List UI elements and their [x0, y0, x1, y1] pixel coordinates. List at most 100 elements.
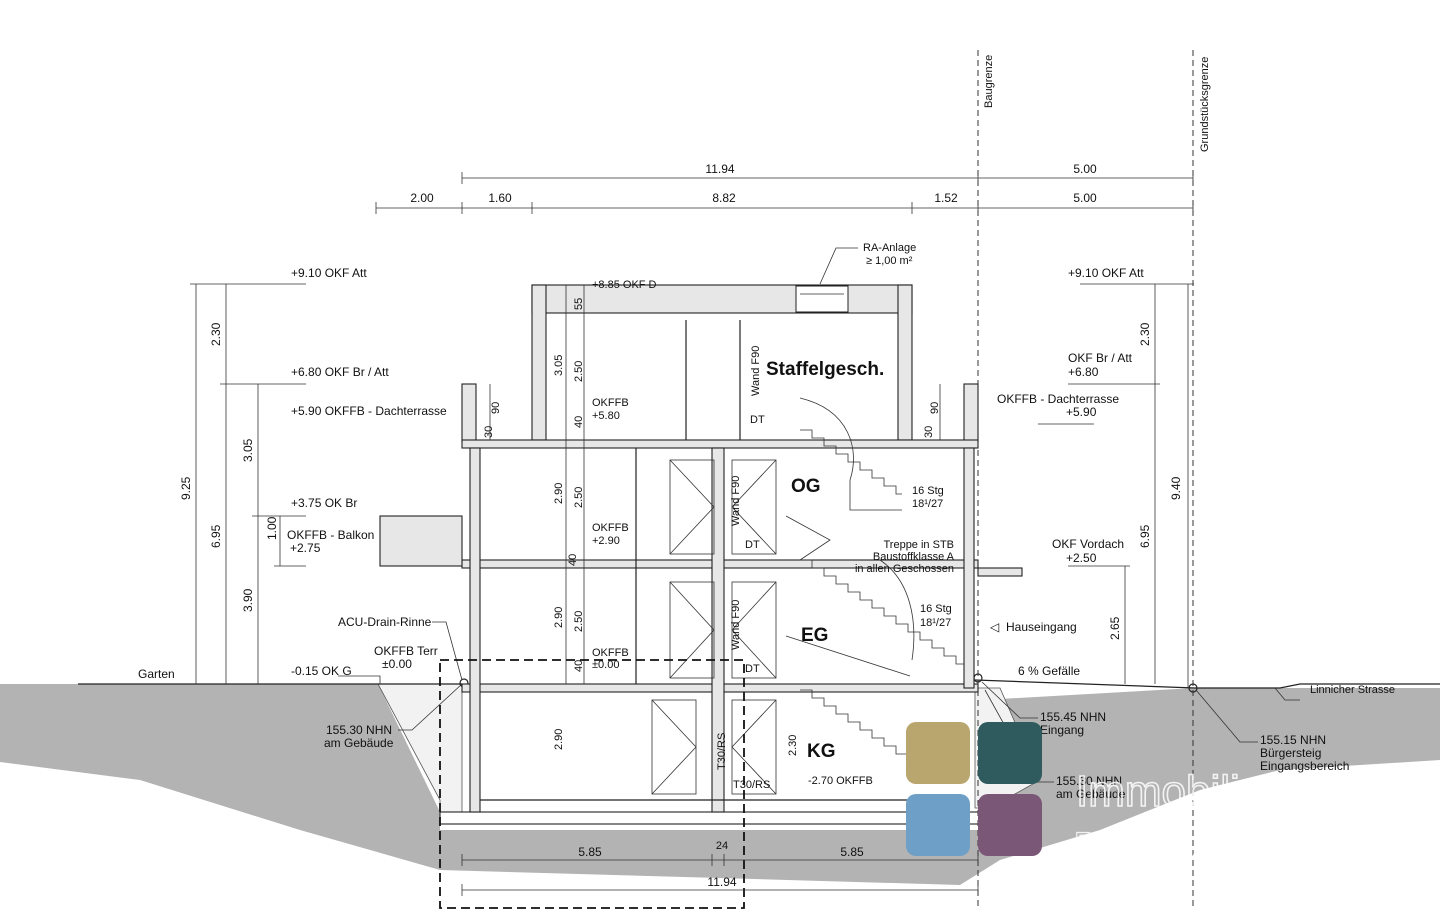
- door-og: [669, 459, 715, 555]
- interior-dimensions: 55 3.05 2.50 40 90 30 90 30 2.90 2.50 40…: [483, 285, 941, 756]
- bottom-dimension-chain: 5.85 24 5.85 11.94: [461, 840, 979, 896]
- floor-name-eg: EG: [801, 625, 828, 646]
- right-att-top: +9.10 OKF Att: [1068, 266, 1144, 280]
- watermark-logo: Immobilien Partner Aachen – IPA: [906, 722, 1399, 865]
- door-eg-right: [731, 581, 777, 679]
- eg-ffb-value: ±0.00: [592, 659, 619, 671]
- left-level-annotations: 9.25 6.95 2.30 3.05 3.90 1.00 +9.10 OKF …: [138, 266, 657, 750]
- dim-og-clear: 2.50: [573, 487, 585, 508]
- dim-setback-upper: 5.00: [1073, 162, 1097, 176]
- left-nhn-sub: am Gebäude: [324, 736, 394, 750]
- stairs-eg-ratio: 18¹/27: [920, 617, 951, 629]
- right-terrace-label: OKFFB - Dachterrasse: [997, 392, 1119, 406]
- floor-labels: Staffelgesch. OG EG KG OKFFB +5.80 OKFFB…: [592, 242, 955, 791]
- top-dimension-chain: 11.94 5.00 2.00 1.60 8.82 1.52 5.00: [375, 162, 1194, 214]
- door-kg-right: [731, 699, 777, 795]
- right-br-att-value: +6.80: [1068, 365, 1099, 379]
- eg-door-label: DT: [745, 663, 760, 675]
- vdim-right-2: 9.40: [1169, 476, 1183, 500]
- left-balkon-value: +2.75: [290, 541, 321, 555]
- left-br-att: +6.80 OKF Br / Att: [291, 365, 389, 379]
- right-slope: 6 % Gefälle: [1018, 664, 1080, 678]
- dim-kg-clear: 2.30: [787, 735, 799, 756]
- dim-part-3: 8.82: [712, 191, 736, 205]
- watermark-tagline: Partner Aachen – IPA: [1074, 826, 1399, 864]
- vdim-left-5: 3.90: [241, 588, 255, 612]
- stairs-note-3: in allen Geschossen: [855, 563, 954, 575]
- dim-sg-top: 55: [573, 298, 585, 310]
- right-level-annotations: 2.30 9.40 6.95 2.65 +9.10 OKF Att OKF Br…: [981, 266, 1395, 801]
- dim-bottom-right: 5.85: [840, 845, 864, 859]
- left-ok-br: +3.75 OK Br: [291, 496, 357, 510]
- og-door-label: DT: [745, 539, 760, 551]
- dim-kg-total: 2.90: [553, 729, 565, 750]
- left-garden: Garten: [138, 667, 175, 681]
- left-terr-label: OKFFB Terr: [374, 644, 438, 658]
- vdim-left-1: 9.25: [179, 476, 193, 500]
- vdim-left-3: 2.30: [209, 322, 223, 346]
- logo-square-4: [978, 794, 1042, 856]
- right-nhn-entrance-2: Eingang: [1040, 723, 1084, 737]
- left-roof-d: +8.85 OKF D: [592, 279, 657, 291]
- floor-name-sg: Staffelgesch.: [766, 359, 884, 380]
- left-ok-g: -0.15 OK G: [291, 664, 352, 678]
- eg-ffb-label: OKFFB: [592, 647, 629, 659]
- stairs-og-ratio: 18¹/27: [912, 498, 943, 510]
- dim-part-5: 5.00: [1073, 191, 1097, 205]
- floor-name-og: OG: [791, 476, 821, 497]
- watermark-word: Immobilien: [1076, 767, 1289, 816]
- right-nhn-bldg-1: 155.30 NHN: [1056, 774, 1122, 788]
- vdim-left-4: 3.05: [241, 438, 255, 462]
- dim-part-2: 1.60: [488, 191, 512, 205]
- dim-sg-total: 3.05: [553, 355, 565, 376]
- kg-door-right: T30/RS: [733, 779, 770, 791]
- og-ffb-value: +2.90: [592, 535, 620, 547]
- right-terrace-value: +5.90: [1066, 405, 1097, 419]
- build-line-label: Baugrenze: [983, 55, 995, 108]
- stairs-og-steps: 16 Stg: [912, 485, 944, 497]
- vdim-right-3: 6.95: [1138, 524, 1152, 548]
- dim-parapet-right: 90: [929, 402, 941, 414]
- vdim-left-2: 6.95: [209, 524, 223, 548]
- stairs-eg-steps: 16 Stg: [920, 603, 952, 615]
- dim-sg-clear: 2.50: [573, 361, 585, 382]
- floor-name-kg: KG: [807, 741, 836, 762]
- left-nhn-label: 155.30 NHN: [326, 723, 392, 737]
- vdim-right-1: 2.30: [1138, 322, 1152, 346]
- right-nhn-walk-2: Bürgersteig: [1260, 746, 1321, 760]
- left-balkon-label: OKFFB - Balkon: [287, 528, 374, 542]
- logo-square-3: [906, 794, 970, 856]
- dim-part-4: 1.52: [934, 191, 958, 205]
- left-terr-value: ±0.00: [382, 657, 412, 671]
- stairs-note-1: Treppe in STB: [883, 539, 954, 551]
- dim-bottom-left: 5.85: [578, 845, 602, 859]
- dim-eg-slab: 40: [573, 660, 585, 672]
- og-wall-label: Wand F90: [730, 476, 742, 526]
- right-vordach-value: +2.50: [1066, 551, 1097, 565]
- plot-line-label: Grundstücksgrenze: [1199, 57, 1211, 152]
- left-att-top: +9.10 OKF Att: [291, 266, 367, 280]
- right-br-att-label: OKF Br / Att: [1068, 351, 1133, 365]
- door-eg: [669, 581, 715, 679]
- right-nhn-walk-1: 155.15 NHN: [1260, 733, 1326, 747]
- stairs-note-2: Baustoffklasse A: [873, 551, 955, 563]
- eg-wall-label: Wand F90: [730, 600, 742, 650]
- og-ffb-label: OKFFB: [592, 522, 629, 534]
- roof-equipment-line-1: RA-Anlage: [863, 242, 916, 254]
- property-lines: Baugrenze Grundstücksgrenze: [977, 50, 1211, 910]
- dim-og-total: 2.90: [553, 483, 565, 504]
- right-nhn-entrance-1: 155.45 NHN: [1040, 710, 1106, 724]
- dim-part-1: 2.00: [410, 191, 434, 205]
- sg-door-label: DT: [750, 414, 765, 426]
- dim-overall-width: 11.94: [705, 162, 734, 176]
- left-acu: ACU-Drain-Rinne: [338, 615, 432, 629]
- logo-square-1: [906, 722, 970, 784]
- right-street: Linnicher Strasse: [1310, 684, 1395, 696]
- dim-bottom-mid: 24: [716, 840, 728, 852]
- dim-og-slab: 40: [567, 554, 579, 566]
- sg-ffb-value: +5.80: [592, 410, 620, 422]
- sg-wall-label: Wand F90: [750, 346, 762, 396]
- door-og-right: [731, 459, 777, 555]
- detail-callout-box: [439, 659, 745, 909]
